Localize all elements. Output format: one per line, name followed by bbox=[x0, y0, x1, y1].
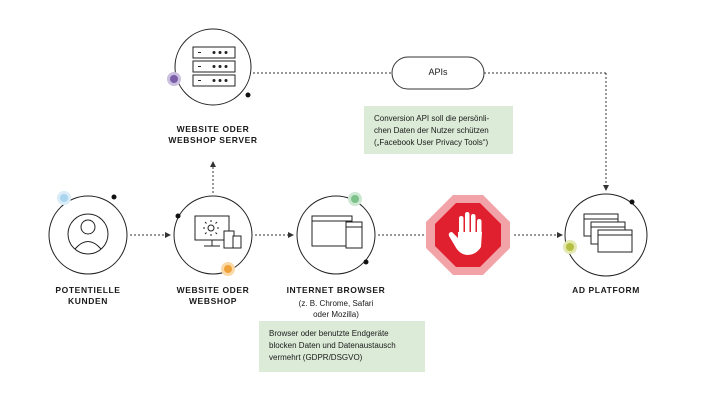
blocker-node bbox=[426, 195, 510, 275]
website-label: WEBSITE ODER WEBSHOP bbox=[176, 285, 250, 306]
conversion-api-note: Conversion API soll die persönli- chen D… bbox=[364, 106, 513, 154]
black-accent-dot bbox=[175, 213, 181, 219]
black-accent-dot bbox=[629, 199, 635, 205]
black-accent-dot bbox=[111, 194, 117, 200]
platform-label: AD PLATFORM bbox=[572, 285, 640, 295]
browser-block-note: Browser oder benutzte Endgeräte blocken … bbox=[259, 321, 425, 372]
stacked-windows-icon bbox=[583, 213, 633, 253]
browser-sublabel: (z. B. Chrome, Safari oder Mozilla) bbox=[298, 299, 374, 319]
server-node bbox=[167, 28, 252, 106]
devices-icon bbox=[194, 215, 242, 249]
server-label: WEBSITE ODER WEBSHOP SERVER bbox=[168, 124, 258, 145]
browser-node bbox=[296, 192, 376, 275]
platform-node bbox=[563, 193, 648, 277]
user-avatar-icon bbox=[67, 213, 109, 255]
black-accent-dot bbox=[363, 259, 369, 265]
apis-label: APIs bbox=[428, 67, 448, 77]
browser-windows-icon bbox=[311, 215, 363, 249]
stop-hand-icon bbox=[448, 212, 482, 255]
black-accent-dot bbox=[245, 92, 251, 98]
customers-node bbox=[48, 191, 128, 275]
website-node bbox=[173, 195, 253, 276]
browser-label: INTERNET BROWSER bbox=[286, 285, 386, 295]
server-rack-icon bbox=[192, 46, 236, 87]
apis-pill bbox=[391, 56, 485, 90]
customers-label: POTENTIELLE KUNDEN bbox=[55, 285, 121, 306]
